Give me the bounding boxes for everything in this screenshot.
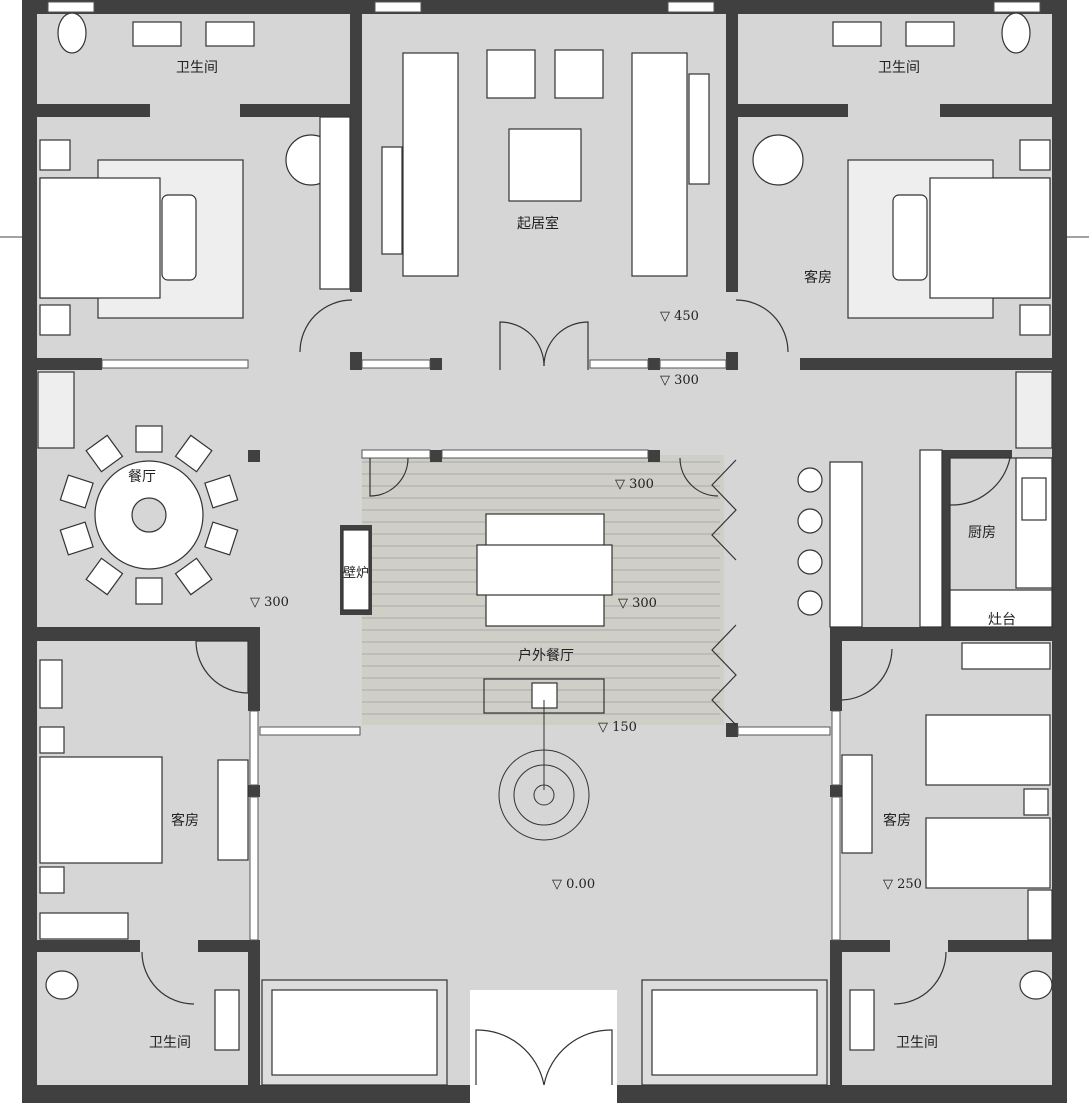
room-label-kitchen: 厨房 — [968, 525, 996, 541]
furniture — [37, 12, 1053, 1086]
dining-chair — [174, 557, 213, 596]
elevation-mark-outdoor-top: ▽ 300 — [615, 477, 654, 492]
dining-chair — [204, 474, 239, 509]
dining-chair — [59, 521, 94, 556]
room-label-bathroom-bottom-right: 卫生间 — [896, 1035, 938, 1051]
dining-chair — [174, 434, 213, 473]
fountain — [498, 700, 590, 841]
room-label-fireplace: 壁炉 — [343, 566, 370, 581]
walls — [22, 0, 1067, 1103]
room-label-living-room: 起居室 — [517, 216, 559, 232]
elevation-mark-living: ▽ 450 — [660, 309, 699, 324]
dining-chair — [135, 577, 163, 605]
elevation-triangle-icon: ▽ — [660, 373, 670, 388]
doors — [141, 299, 1011, 1086]
dining-chair — [85, 434, 124, 473]
elevation-triangle-icon: ▽ — [883, 877, 893, 892]
dining-chair — [204, 521, 239, 556]
elevation-triangle-icon: ▽ — [615, 477, 625, 492]
elevation-mark-outdoor-mid: ▽ 300 — [618, 596, 657, 611]
windows — [47, 1, 1041, 941]
elevation-triangle-icon: ▽ — [618, 596, 628, 611]
dining-chair — [135, 425, 163, 453]
elevation-mark-dining: ▽ 300 — [250, 595, 289, 610]
room-label-guest-room-top-right: 客房 — [804, 270, 832, 286]
room-label-outdoor-dining: 户外餐厅 — [518, 648, 574, 664]
dining-chair — [85, 557, 124, 596]
elevation-triangle-icon: ▽ — [660, 309, 670, 324]
elevation-triangle-icon: ▽ — [552, 877, 562, 892]
elevation-mark-guest-room: ▽ 250 — [883, 877, 922, 892]
elevation-mark-courtyard: ▽ 0.00 — [552, 877, 596, 892]
room-label-bathroom-top-right: 卫生间 — [878, 60, 920, 76]
elevation-mark-corridor: ▽ 300 — [660, 373, 699, 388]
room-label-bathroom-bottom-left: 卫生间 — [149, 1035, 191, 1051]
elevation-triangle-icon: ▽ — [598, 720, 608, 735]
room-label-guest-room-bottom-right: 客房 — [883, 813, 911, 829]
dining-chairs — [59, 425, 239, 605]
elevation-mark-outdoor-bottom: ▽ 150 — [598, 720, 637, 735]
elevation-triangle-icon: ▽ — [250, 595, 260, 610]
room-label-bathroom-top-left: 卫生间 — [176, 60, 218, 76]
dining-chair — [59, 474, 94, 509]
room-label-dining: 餐厅 — [128, 469, 156, 485]
room-label-guest-room-bottom-left: 客房 — [171, 813, 199, 829]
room-label-stove: 灶台 — [988, 612, 1016, 628]
